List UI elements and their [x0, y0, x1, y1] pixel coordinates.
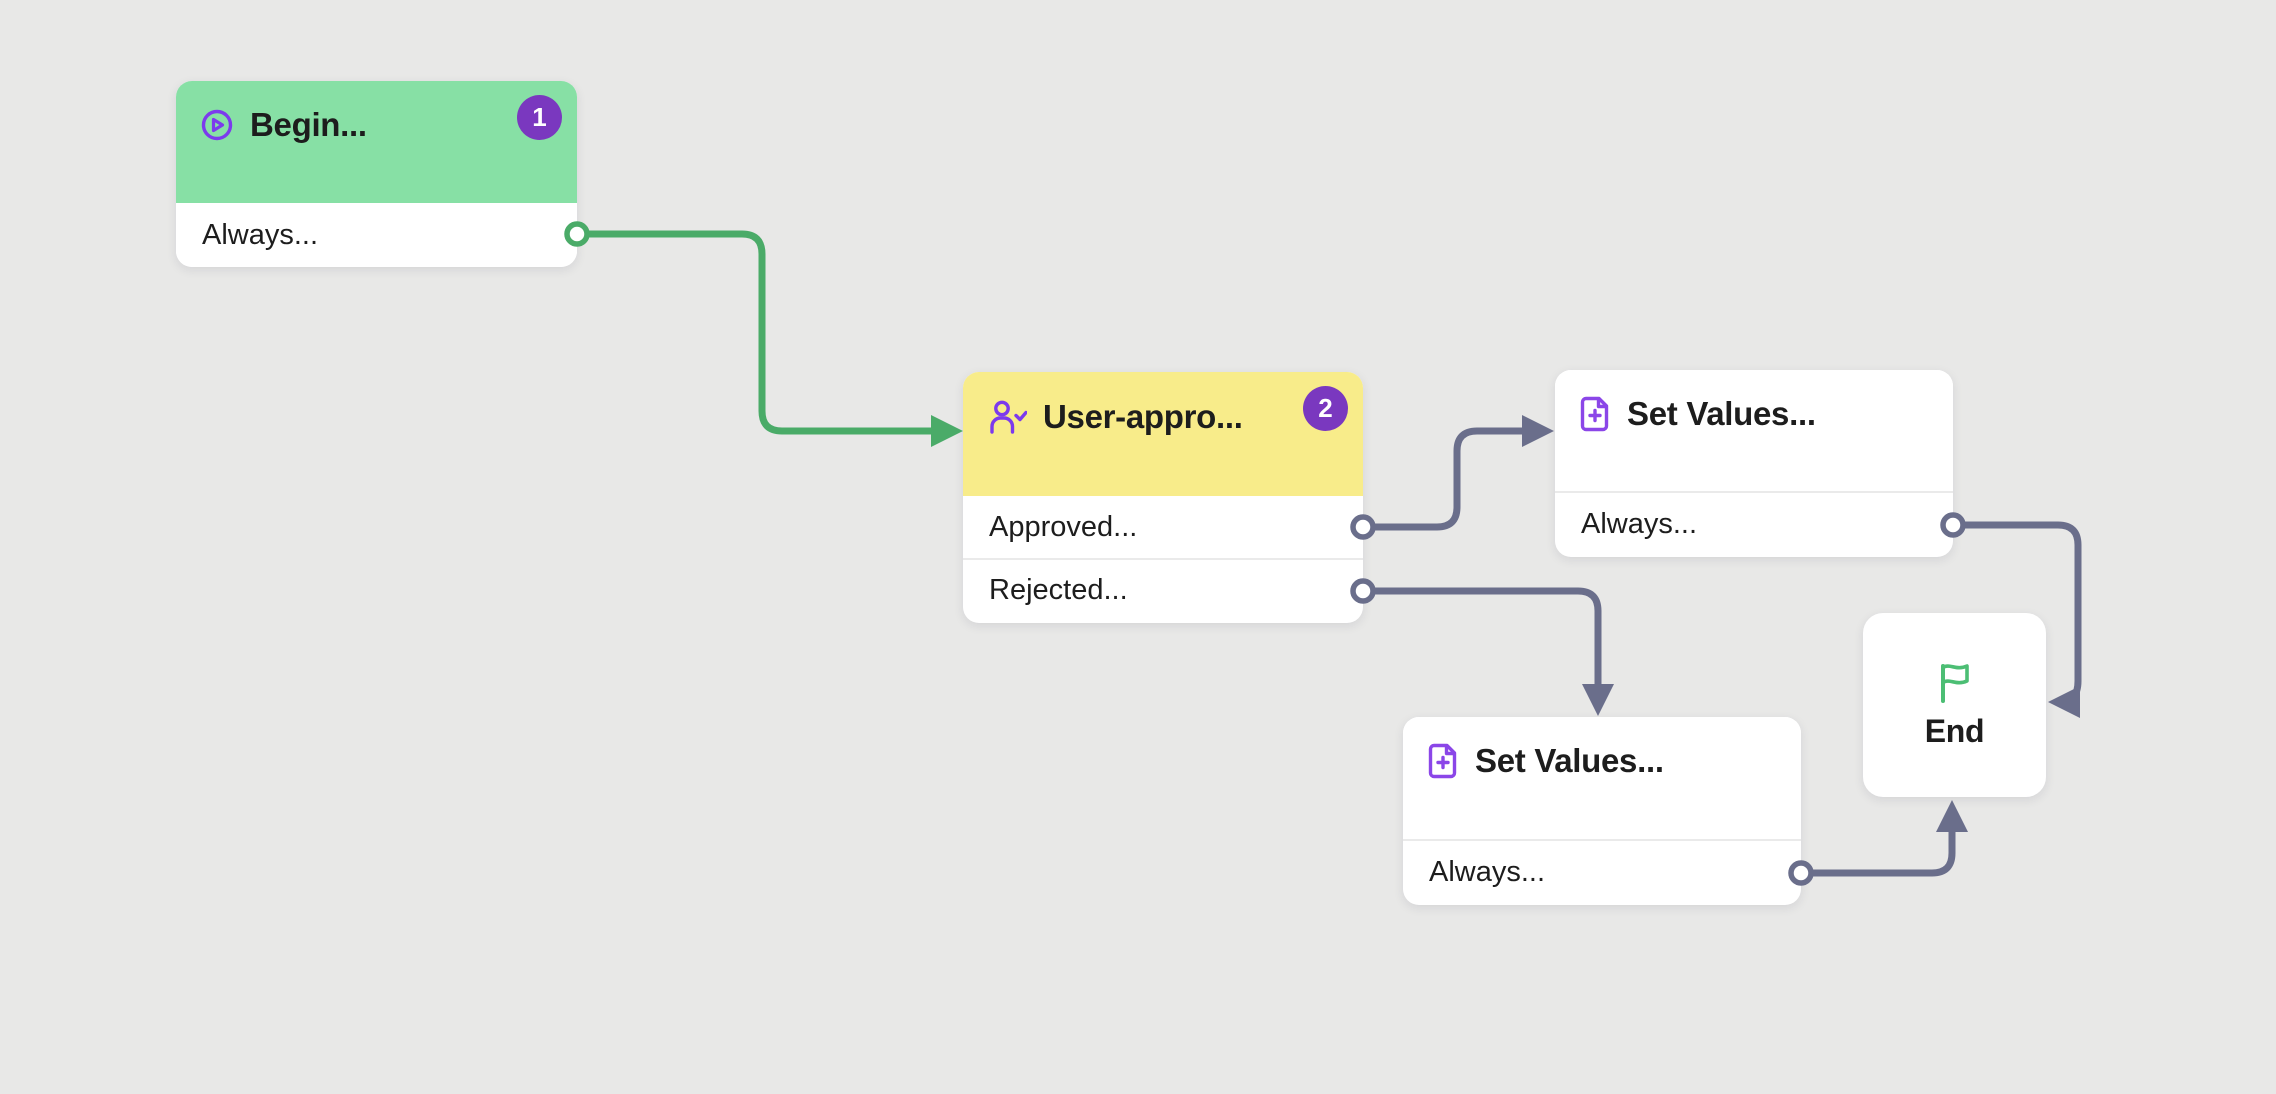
port-rejected[interactable]: [1350, 578, 1376, 604]
node-begin-header[interactable]: Begin... 1: [176, 81, 577, 203]
node-title: Set Values...: [1475, 742, 1664, 779]
edge-set-values-top-arrowhead: [2048, 686, 2080, 718]
port-begin-always[interactable]: [564, 221, 590, 247]
output-row-approved[interactable]: Approved...: [963, 496, 1363, 558]
output-label: Rejected...: [989, 574, 1128, 606]
edge-approved[interactable]: [1363, 427, 1524, 531]
node-user-approval[interactable]: User-appro... 2 Approved... Rejected...: [963, 372, 1363, 623]
port-approved[interactable]: [1350, 514, 1376, 540]
execution-order-badge: 1: [517, 95, 562, 140]
user-check-icon: [987, 399, 1027, 435]
output-label: Always...: [202, 218, 319, 251]
port-set-values-bottom-always[interactable]: [1788, 860, 1814, 886]
node-title: Set Values...: [1627, 394, 1816, 432]
edge-rejected-arrowhead: [1582, 684, 1614, 716]
edge-set-values-bottom-arrowhead: [1936, 800, 1968, 832]
play-circle-icon: [200, 108, 234, 142]
node-set-values-top[interactable]: Set Values... Always...: [1555, 370, 1953, 557]
node-title: User-appro...: [1043, 398, 1243, 435]
edge-begin-always[interactable]: [577, 230, 933, 435]
edge-set-values-bottom-always[interactable]: [1801, 831, 1956, 877]
edge-rejected[interactable]: [1363, 587, 1602, 686]
node-begin[interactable]: Begin... 1 Always...: [176, 81, 577, 267]
output-label: Approved...: [989, 510, 1138, 543]
edge-set-values-top-always[interactable]: [1953, 521, 2082, 706]
execution-order-badge: 2: [1303, 386, 1348, 431]
output-label: Always...: [1581, 507, 1698, 540]
port-set-values-top-always[interactable]: [1940, 512, 1966, 538]
document-plus-icon: [1579, 395, 1611, 433]
node-title: Begin...: [250, 106, 367, 143]
document-plus-icon: [1427, 742, 1459, 780]
edge-begin-arrowhead: [931, 415, 963, 447]
node-set-values-top-header[interactable]: Set Values...: [1555, 370, 1953, 493]
output-row-rejected[interactable]: Rejected...: [963, 558, 1363, 621]
node-set-values-bottom-header[interactable]: Set Values...: [1403, 717, 1801, 841]
output-row-always[interactable]: Always...: [1555, 493, 1953, 555]
node-set-values-bottom[interactable]: Set Values... Always...: [1403, 717, 1801, 905]
output-row-always[interactable]: Always...: [176, 203, 577, 267]
node-title: End: [1924, 712, 1985, 749]
node-user-approval-header[interactable]: User-appro... 2: [963, 372, 1363, 496]
output-row-always[interactable]: Always...: [1403, 841, 1801, 903]
flag-icon: [1935, 661, 1975, 705]
output-label: Always...: [1429, 855, 1546, 888]
edge-approved-arrowhead: [1522, 415, 1554, 447]
node-end[interactable]: End: [1863, 613, 2046, 797]
